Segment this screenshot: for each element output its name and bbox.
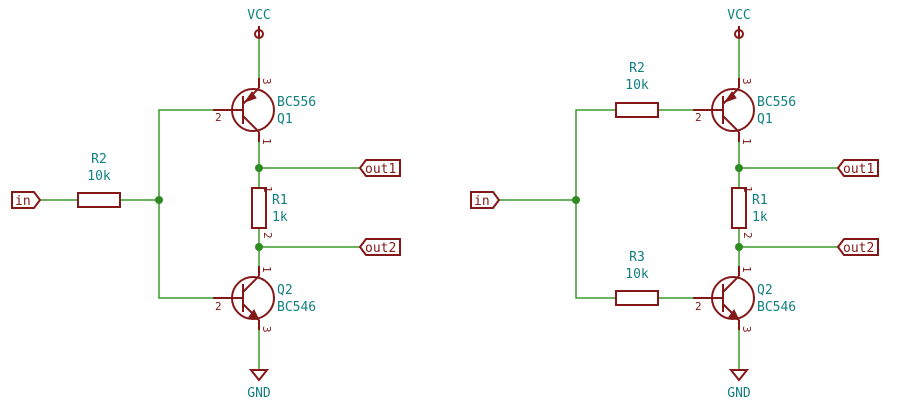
- left-in-port: in: [11, 191, 42, 209]
- right-transistor-q2: 2 1 3 Q2 BC546: [692, 265, 796, 333]
- right-q1-ref: Q1: [757, 112, 773, 127]
- left-resistor-r2: R2 10k: [77, 152, 121, 208]
- left-junction-input: [155, 196, 163, 204]
- right-r1-value: 1k: [752, 210, 768, 225]
- right-q2-ref: Q2: [757, 283, 773, 298]
- right-out1-label: out1: [843, 162, 874, 177]
- left-junction-out2: [255, 243, 263, 251]
- right-in-port: in: [470, 191, 501, 209]
- left-q1-part: BC556: [277, 95, 316, 110]
- left-wire-bases: [158, 109, 219, 299]
- left-out1-label: out1: [365, 162, 396, 177]
- right-q2-part: BC546: [757, 300, 796, 315]
- left-r1-ref: R1: [272, 193, 288, 208]
- right-junction-out2: [735, 243, 743, 251]
- right-resistor-r2: R2 10k: [615, 61, 659, 118]
- right-q1-pin-emitter: 3: [740, 78, 753, 85]
- right-resistor-r1: 1 2 R1 1k: [731, 186, 768, 239]
- right-transistor-q1: 2 3 1 BC556 Q1: [692, 77, 796, 145]
- right-q2-pin-emitter: 3: [740, 326, 753, 333]
- left-q1-pin-emitter: 3: [260, 78, 273, 85]
- left-out2-port: out2: [358, 238, 401, 256]
- right-gnd-label: GND: [727, 386, 751, 401]
- left-vcc-symbol: VCC: [247, 8, 271, 39]
- right-out2-label: out2: [843, 241, 874, 256]
- left-q2-ref: Q2: [277, 283, 293, 298]
- left-out2-label: out2: [365, 241, 396, 256]
- right-out1-port: out1: [836, 159, 879, 177]
- left-in-label: in: [15, 194, 31, 209]
- left-q2-pin-base: 2: [215, 300, 222, 313]
- left-gnd-label: GND: [247, 386, 271, 401]
- right-r3-ref: R3: [629, 250, 645, 265]
- left-transistor-q2: 2 1 3 Q2 BC546: [212, 265, 316, 333]
- left-q2-part: BC546: [277, 300, 316, 315]
- left-r1-pin-bot: 2: [261, 232, 274, 239]
- left-vcc-label: VCC: [247, 8, 270, 23]
- left-transistor-q1: 2 3 1 BC556 Q1: [212, 77, 316, 145]
- right-wire-split: [575, 109, 616, 299]
- right-r1-ref: R1: [752, 193, 768, 208]
- right-q1-part: BC556: [757, 95, 796, 110]
- right-junction-out1: [735, 164, 743, 172]
- left-circuit: VCC GND in out1 out2 R2 10k: [11, 8, 401, 401]
- left-q2-pin-collector: 1: [260, 266, 273, 273]
- left-r1-pin-top: 1: [261, 186, 274, 193]
- left-r2-value: 10k: [87, 169, 111, 184]
- left-q1-pin-base: 2: [215, 111, 222, 124]
- right-in-label: in: [474, 194, 490, 209]
- right-gnd-symbol: GND: [727, 369, 751, 401]
- right-r2-ref: R2: [629, 61, 645, 76]
- right-circuit: VCC GND in out1 out2 R2 10k: [470, 8, 879, 401]
- left-out1-port: out1: [358, 159, 401, 177]
- left-resistor-r1: 1 2 R1 1k: [251, 186, 288, 239]
- right-r1-pin-bot: 2: [741, 232, 754, 239]
- left-q1-ref: Q1: [277, 112, 293, 127]
- right-r3-value: 10k: [625, 267, 649, 282]
- left-r2-ref: R2: [91, 152, 107, 167]
- right-q2-pin-collector: 1: [740, 266, 753, 273]
- right-vcc-symbol: VCC: [727, 8, 751, 39]
- left-junction-out1: [255, 164, 263, 172]
- right-q1-pin-collector: 1: [740, 138, 753, 145]
- left-gnd-symbol: GND: [247, 369, 271, 401]
- left-q1-pin-collector: 1: [260, 138, 273, 145]
- right-q1-pin-base: 2: [695, 111, 702, 124]
- right-q2-pin-base: 2: [695, 300, 702, 313]
- right-vcc-label: VCC: [727, 8, 750, 23]
- right-r2-value: 10k: [625, 78, 649, 93]
- right-r1-pin-top: 1: [741, 186, 754, 193]
- right-out2-port: out2: [836, 238, 879, 256]
- left-q2-pin-emitter: 3: [260, 326, 273, 333]
- left-r1-value: 1k: [272, 210, 288, 225]
- right-resistor-r3: R3 10k: [615, 250, 659, 306]
- right-junction-input: [572, 196, 580, 204]
